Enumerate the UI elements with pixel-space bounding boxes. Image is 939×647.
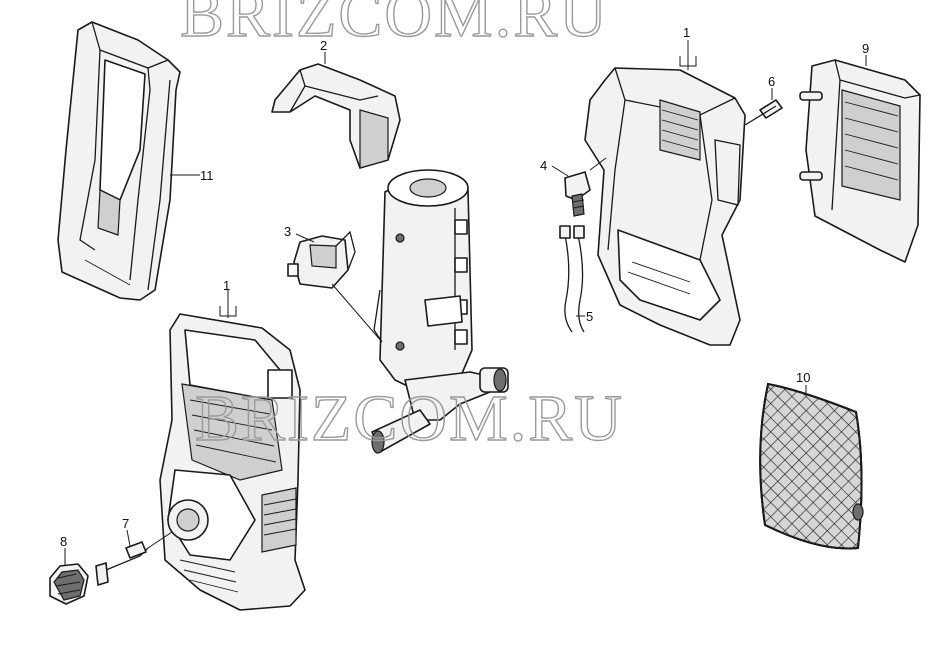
- part-7-clip: [95, 541, 149, 586]
- callout-3: 3: [284, 224, 291, 239]
- watermark-top: BRIZCOM.RU: [180, 0, 609, 51]
- part-6-screw: [744, 99, 783, 126]
- part-5-wire-harness: [559, 225, 585, 333]
- callout-10: 10: [796, 370, 810, 385]
- callout-4: 4: [540, 158, 547, 173]
- callout-7: 7: [122, 516, 129, 531]
- part-8-knob: [49, 563, 89, 605]
- part-1-front-housing: [159, 313, 306, 611]
- part-2-handle: [271, 63, 401, 169]
- callout-8: 8: [60, 534, 67, 549]
- callout-9: 9: [862, 41, 869, 56]
- part-1-rear-housing: [584, 67, 746, 346]
- pump-motor-assembly: [371, 169, 509, 454]
- watermark-middle: BRIZCOM.RU: [195, 382, 624, 455]
- callout-6: 6: [768, 74, 775, 89]
- part-9-back-panel: [799, 59, 921, 263]
- callout-1-front: 1: [223, 278, 230, 293]
- part-10-filter-mesh: [759, 382, 864, 550]
- part-3-switch: [287, 230, 356, 289]
- callout-1-rear: 1: [683, 25, 690, 40]
- callout-5: 5: [586, 309, 593, 324]
- part-11-cover: [57, 21, 181, 301]
- callout-2: 2: [320, 38, 327, 53]
- callout-11: 11: [200, 168, 214, 183]
- part-4-grommet: [564, 171, 591, 217]
